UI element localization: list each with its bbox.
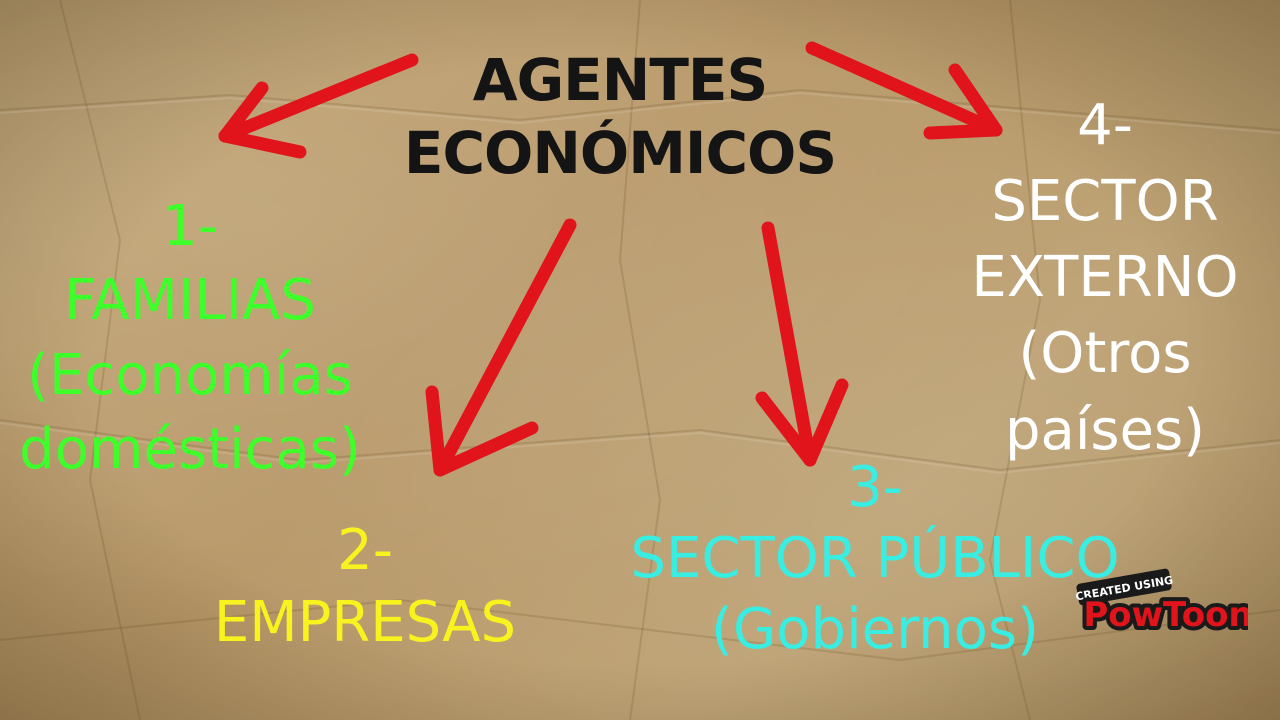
arrow-to-sector-publico-head bbox=[755, 378, 849, 467]
svg-text:PowToon: PowToon bbox=[1083, 595, 1248, 635]
agent-number: 2- bbox=[337, 518, 393, 583]
powtoon-logo: CREATED USING PowToon PowToon bbox=[1074, 568, 1248, 639]
arrow-to-sector-publico bbox=[761, 221, 817, 467]
arrow-to-sector-externo-head bbox=[923, 63, 1003, 140]
svg-text:PowToon: PowToon bbox=[1083, 595, 1248, 635]
arrow-to-empresas bbox=[433, 218, 577, 477]
agent-number: 4- bbox=[1077, 93, 1133, 158]
agent-familias: 1- FAMILIAS (Economías domésticas) bbox=[0, 190, 380, 488]
arrow-to-sector-externo bbox=[805, 41, 1003, 137]
agent-detail: domésticas) bbox=[19, 417, 361, 483]
agent-detail: países) bbox=[1004, 397, 1206, 463]
agent-sector-externo: 4- SECTOR EXTERNO (Otros países) bbox=[930, 88, 1280, 469]
diagram-title: AGENTES ECONÓMICOS bbox=[380, 44, 860, 190]
agent-name: FAMILIAS bbox=[64, 268, 316, 334]
agent-detail: (Otros bbox=[1018, 321, 1192, 387]
agent-name: SECTOR bbox=[991, 169, 1219, 235]
arrow-to-familias-head bbox=[218, 81, 307, 159]
agent-name: EXTERNO bbox=[971, 245, 1239, 311]
agent-empresas: 2- EMPRESAS bbox=[170, 515, 560, 659]
agent-name: SECTOR PÚBLICO bbox=[630, 526, 1120, 592]
agent-detail: (Gobiernos) bbox=[711, 597, 1039, 663]
agent-name: EMPRESAS bbox=[213, 590, 517, 656]
agent-number: 3- bbox=[847, 455, 903, 520]
agent-sector-publico: 3- SECTOR PÚBLICO (Gobiernos) bbox=[570, 452, 1180, 665]
title-line-2: ECONÓMICOS bbox=[403, 119, 837, 188]
agent-number: 1- bbox=[162, 194, 218, 259]
arrow-to-familias bbox=[218, 53, 419, 143]
agent-detail: (Economías bbox=[27, 342, 353, 408]
title-line-1: AGENTES bbox=[472, 46, 769, 114]
arrow-to-empresas-head bbox=[425, 385, 539, 477]
